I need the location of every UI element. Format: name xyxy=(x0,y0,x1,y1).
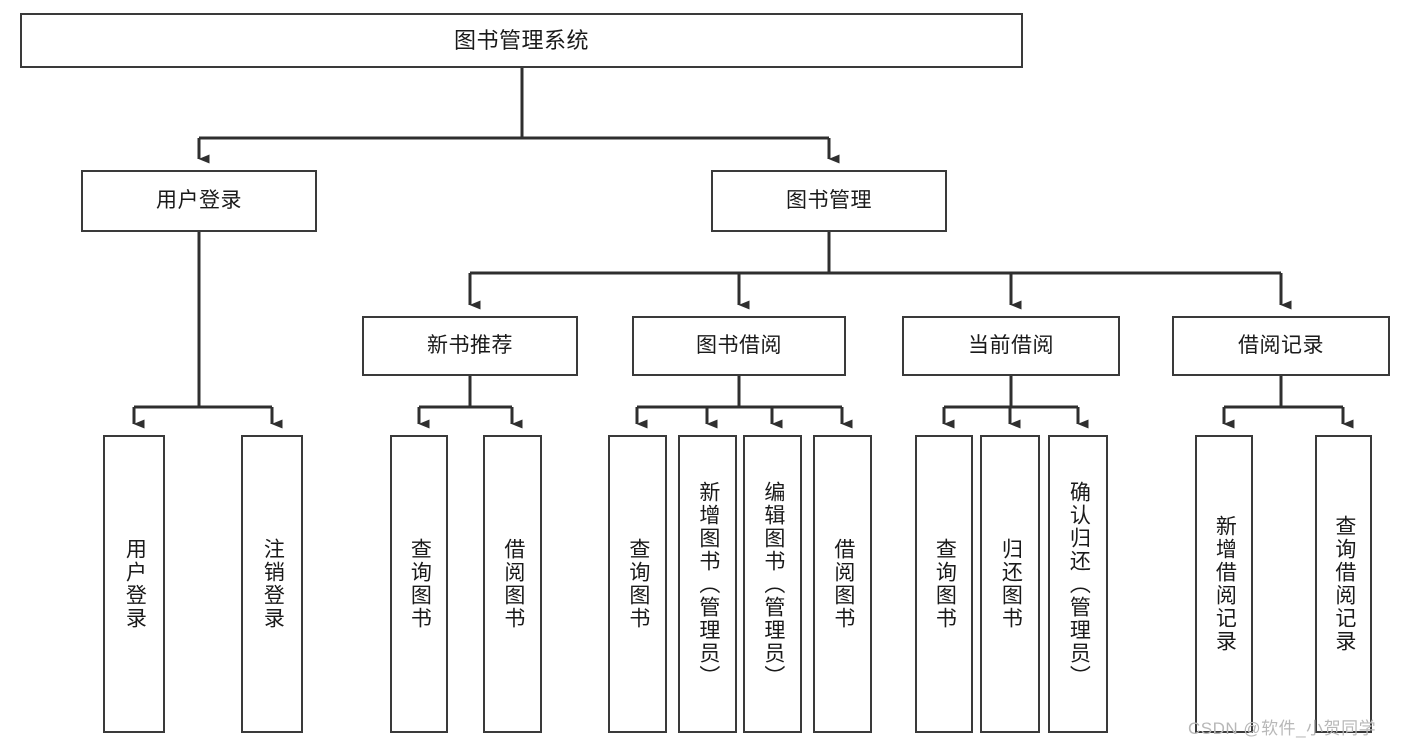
node-label: 借阅图书 xyxy=(501,538,525,630)
node-leaf-edit-book[interactable]: 编辑图书（管理员） xyxy=(743,435,802,733)
node-leaf-query-book-rec[interactable]: 查询图书 xyxy=(390,435,448,733)
node-label: 图书管理系统 xyxy=(453,27,589,53)
node-leaf-confirm-return[interactable]: 确认归还（管理员） xyxy=(1048,435,1108,733)
node-label: 查询图书 xyxy=(933,538,957,630)
node-new-book-recommend[interactable]: 新书推荐 xyxy=(362,316,578,376)
node-user-login[interactable]: 用户登录 xyxy=(81,170,317,232)
node-label: 用户登录 xyxy=(123,538,147,630)
node-label: 图书管理 xyxy=(786,188,872,212)
node-label: 新增图书（管理员） xyxy=(696,480,720,688)
node-label: 归还图书 xyxy=(999,538,1023,630)
node-label: 新增借阅记录 xyxy=(1213,515,1237,653)
node-label: 编辑图书（管理员） xyxy=(761,480,785,688)
node-leaf-user-logout[interactable]: 注销登录 xyxy=(241,435,303,733)
node-leaf-borrow-book[interactable]: 借阅图书 xyxy=(813,435,872,733)
node-leaf-query-book-bor[interactable]: 查询图书 xyxy=(608,435,667,733)
node-label: 查询图书 xyxy=(626,538,650,630)
node-leaf-borrow-book-rec[interactable]: 借阅图书 xyxy=(483,435,542,733)
node-leaf-query-book-cur[interactable]: 查询图书 xyxy=(915,435,973,733)
node-label: 新书推荐 xyxy=(427,333,513,357)
node-label: 用户登录 xyxy=(156,188,242,212)
node-current-borrow[interactable]: 当前借阅 xyxy=(902,316,1120,376)
node-label: 图书借阅 xyxy=(696,333,782,357)
node-book-manage[interactable]: 图书管理 xyxy=(711,170,947,232)
node-label: 注销登录 xyxy=(261,538,285,630)
node-label: 确认归还（管理员） xyxy=(1067,480,1091,688)
node-leaf-add-record[interactable]: 新增借阅记录 xyxy=(1195,435,1253,733)
node-label: 借阅记录 xyxy=(1238,333,1324,357)
node-borrow-record[interactable]: 借阅记录 xyxy=(1172,316,1390,376)
node-leaf-query-record[interactable]: 查询借阅记录 xyxy=(1315,435,1372,733)
node-label: 当前借阅 xyxy=(968,333,1054,357)
node-label: 借阅图书 xyxy=(831,538,855,630)
node-book-borrow[interactable]: 图书借阅 xyxy=(632,316,846,376)
node-leaf-user-login[interactable]: 用户登录 xyxy=(103,435,165,733)
node-leaf-add-book[interactable]: 新增图书（管理员） xyxy=(678,435,737,733)
node-root-book-management-system[interactable]: 图书管理系统 xyxy=(20,13,1023,68)
node-leaf-return-book[interactable]: 归还图书 xyxy=(980,435,1040,733)
node-label: 查询图书 xyxy=(408,538,432,630)
node-label: 查询借阅记录 xyxy=(1332,515,1356,653)
